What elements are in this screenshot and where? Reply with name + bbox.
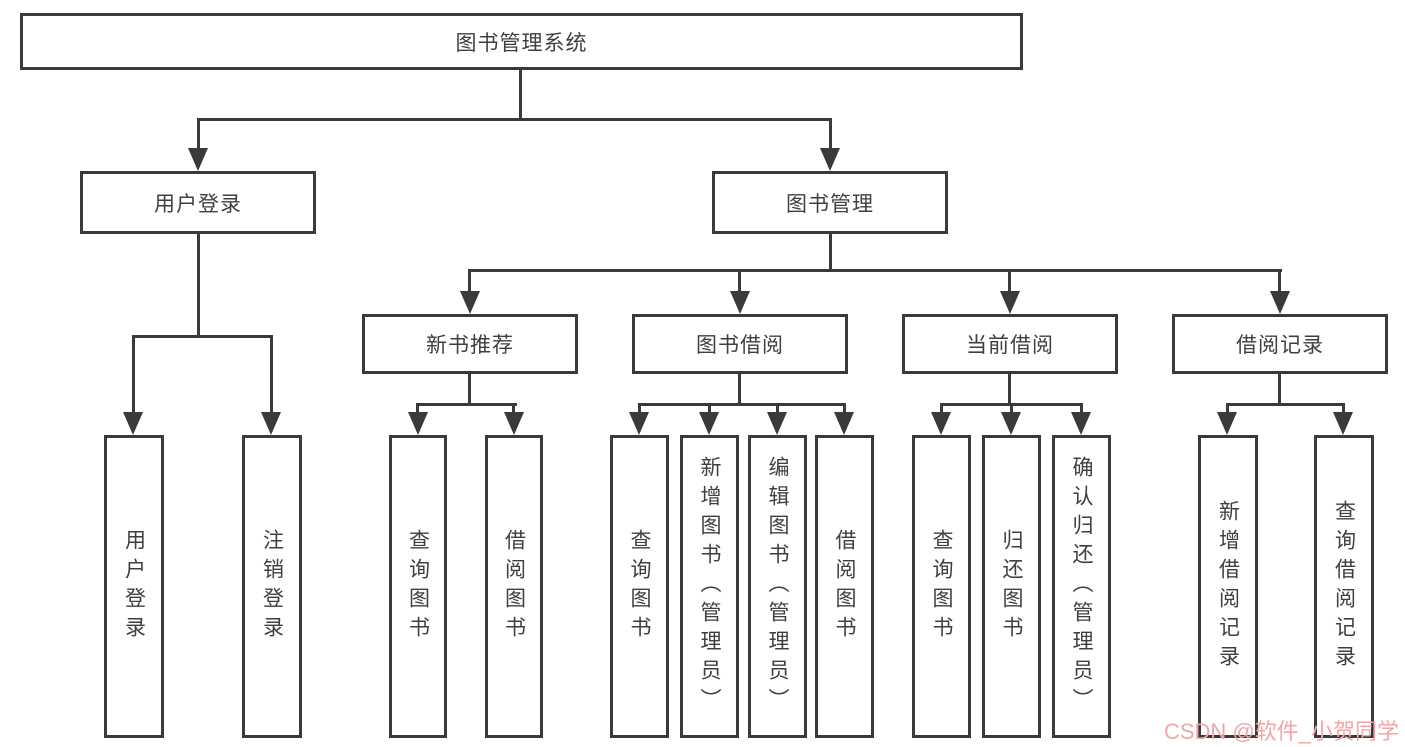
leaf-confirm-return-admin: 确认归还（管理员） <box>1052 435 1111 738</box>
connector-bar <box>638 403 846 406</box>
arrow-down-icon <box>460 291 480 314</box>
arrow-down-icon <box>1270 291 1290 314</box>
node-current-borrow: 当前借阅 <box>902 314 1118 374</box>
connector-stem <box>1080 403 1083 414</box>
arrow-down-icon <box>1001 412 1021 435</box>
leaf-label: 用户登录 <box>122 528 146 645</box>
node-user-login: 用户登录 <box>80 171 316 234</box>
connector-user-login-bar <box>132 335 273 338</box>
connector-trunk <box>738 373 741 406</box>
arrow-down-icon <box>1217 412 1237 435</box>
connector-trunk <box>1278 373 1281 406</box>
connector-stem <box>1278 269 1281 293</box>
node-new-book-recommend-label: 新书推荐 <box>426 334 514 357</box>
leaf-borrow-books: 借阅图书 <box>815 435 874 738</box>
leaf-label: 确认归还（管理员） <box>1070 456 1093 717</box>
leaf-add-book-admin: 新增图书（管理员） <box>680 435 739 738</box>
arrow-down-icon <box>730 291 750 314</box>
connector-stem <box>708 403 711 414</box>
leaf-label: 借阅图书 <box>833 528 856 645</box>
connector-stem <box>197 118 200 151</box>
connector-stem <box>132 335 135 413</box>
node-borrow-records-label: 借阅记录 <box>1236 334 1324 357</box>
connector-book-management-bar <box>468 269 1282 272</box>
node-root-label: 图书管理系统 <box>455 31 588 55</box>
node-book-borrow-label: 图书借阅 <box>696 334 784 357</box>
leaf-label: 编辑图书（管理员） <box>766 456 789 717</box>
arrow-down-icon <box>1071 412 1091 435</box>
connector-stem <box>468 269 471 293</box>
arrow-down-icon <box>1333 412 1353 435</box>
connector-stem <box>638 403 641 414</box>
leaf-label: 新增借阅记录 <box>1216 499 1240 674</box>
connector-stem <box>1008 269 1011 293</box>
arrow-down-icon <box>699 412 719 435</box>
leaf-label: 归还图书 <box>1000 528 1023 645</box>
leaf-label: 新增图书（管理员） <box>698 456 721 717</box>
leaf-user-login: 用户登录 <box>104 435 164 738</box>
leaf-logout: 注销登录 <box>242 435 302 738</box>
connector-stem <box>1342 403 1345 414</box>
watermark: CSDN @软件_小贺同学 <box>1163 719 1399 744</box>
node-book-management-label: 图书管理 <box>786 192 874 216</box>
leaf-query-books-borrow: 查询图书 <box>610 435 669 738</box>
arrow-down-icon <box>504 412 524 435</box>
leaf-query-books-recommend: 查询图书 <box>389 435 447 738</box>
connector-stem <box>829 118 832 151</box>
connector-stem <box>512 403 515 414</box>
leaf-borrow-books-recommend: 借阅图书 <box>485 435 543 738</box>
arrow-down-icon <box>834 412 854 435</box>
leaf-label: 查询图书 <box>930 528 953 645</box>
node-current-borrow-label: 当前借阅 <box>966 334 1054 357</box>
connector-stem <box>776 403 779 414</box>
arrow-down-icon <box>408 412 428 435</box>
arrow-down-icon <box>123 412 143 435</box>
connector-stem <box>416 403 419 414</box>
leaf-label: 借阅图书 <box>502 528 526 645</box>
arrow-down-icon <box>931 412 951 435</box>
node-book-borrow: 图书借阅 <box>632 314 848 374</box>
arrow-down-icon <box>1000 291 1020 314</box>
leaf-label: 查询图书 <box>406 528 430 645</box>
connector-user-login-trunk <box>197 233 200 338</box>
connector-trunk <box>1008 373 1011 406</box>
node-new-book-recommend: 新书推荐 <box>362 314 578 374</box>
connector-stem <box>940 403 943 414</box>
leaf-label: 查询图书 <box>628 528 651 645</box>
arrow-down-icon <box>261 412 281 435</box>
connector-stem <box>843 403 846 414</box>
node-root: 图书管理系统 <box>20 13 1023 70</box>
arrow-down-icon <box>629 412 649 435</box>
leaf-add-borrow-record: 新增借阅记录 <box>1198 435 1258 738</box>
arrow-down-icon <box>820 148 840 171</box>
connector-trunk <box>468 373 471 406</box>
leaf-edit-book-admin: 编辑图书（管理员） <box>748 435 807 738</box>
arrow-down-icon <box>188 148 208 171</box>
leaf-label: 查询借阅记录 <box>1332 499 1356 674</box>
leaf-label: 注销登录 <box>260 528 284 645</box>
connector-bar <box>1226 403 1345 406</box>
node-book-management: 图书管理 <box>712 171 948 234</box>
connector-bar <box>416 403 517 406</box>
connector-stem <box>1010 403 1013 414</box>
connector-stem <box>270 335 273 413</box>
node-borrow-records: 借阅记录 <box>1172 314 1388 374</box>
node-user-login-label: 用户登录 <box>154 192 242 216</box>
connector-root-trunk <box>519 67 522 120</box>
leaf-query-borrow-record: 查询借阅记录 <box>1314 435 1374 738</box>
connector-stem <box>738 269 741 293</box>
leaf-query-books-current: 查询图书 <box>912 435 971 738</box>
arrow-down-icon <box>767 412 787 435</box>
connector-book-management-trunk <box>829 233 832 272</box>
leaf-return-book: 归还图书 <box>982 435 1041 738</box>
connector-root-bar <box>197 118 832 121</box>
connector-stem <box>1226 403 1229 414</box>
